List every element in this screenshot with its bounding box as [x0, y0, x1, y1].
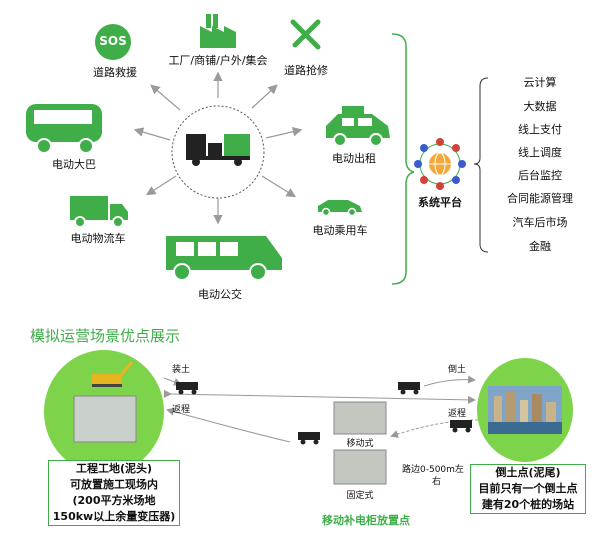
public-bus-icon	[166, 236, 282, 281]
dump-truck-icon	[398, 382, 420, 395]
tools-icon	[290, 19, 321, 50]
service-item: 金融	[529, 240, 551, 253]
car-icon	[318, 200, 362, 217]
mobile-label: 移动式	[346, 439, 374, 449]
excavator-icon	[92, 361, 134, 387]
load-label: 装土	[172, 365, 191, 375]
caption: 移动补电柜放置点	[322, 514, 410, 527]
dump-arrow	[423, 375, 476, 387]
sos-badge: SOS	[99, 34, 127, 48]
service-item: 后台监控	[518, 169, 562, 182]
sos-label: 道路救援	[93, 66, 137, 79]
service-item: 合同能源管理	[507, 192, 573, 205]
taxi-icon	[326, 106, 390, 147]
dump-truck-icon	[450, 420, 472, 433]
box-line: 建有20个桩的场站	[481, 498, 575, 511]
construction-site-box: 工程工地(泥头) 可放置施工现场内 (200平方米场地 150kw以上余量变压器…	[48, 460, 180, 526]
site-generator-photo	[73, 395, 137, 443]
repair-label: 道路抢修	[284, 64, 328, 77]
box-line: 工程工地(泥头)	[75, 462, 153, 475]
dump-truck-icon	[176, 382, 198, 395]
main-route-arrow	[163, 389, 476, 404]
box-line: 可放置施工现场内	[70, 478, 158, 491]
bus-label: 电动大巴	[52, 158, 96, 171]
box-line: 150kw以上余量变压器)	[52, 510, 176, 523]
dump-truck-icon	[298, 432, 320, 445]
left-return-label: 返程	[172, 405, 191, 415]
left-return-arrow	[166, 407, 291, 443]
box-line: (200平方米场地	[72, 494, 156, 507]
dump-label: 倒土	[448, 365, 467, 375]
fixed-cabinet-photo	[333, 449, 387, 485]
box-line: 目前只有一个倒土点	[478, 482, 578, 495]
service-item: 大数据	[523, 100, 557, 113]
fixed-label: 固定式	[346, 491, 374, 501]
platform-label: 系统平台	[418, 196, 462, 209]
service-item: 云计算	[523, 76, 557, 89]
dump-site-box: 倒土点(泥尾) 目前只有一个倒土点 建有20个桩的场站	[470, 464, 586, 514]
car-label: 电动乘用车	[312, 224, 368, 237]
electric-truck-icon	[186, 134, 250, 166]
service-item: 线上支付	[518, 123, 562, 136]
sos-icon	[95, 24, 131, 60]
bus-icon	[26, 104, 102, 154]
dump-site-photo	[488, 386, 562, 434]
mobile-cabinet-photo	[333, 401, 387, 435]
radial-arrows	[133, 71, 303, 225]
center-hub	[171, 105, 265, 199]
platform-network-icon	[414, 138, 466, 190]
right-return-label: 返程	[448, 409, 467, 419]
logistics-truck-icon	[70, 196, 128, 228]
service-item: 线上调度	[518, 146, 562, 159]
distance-label-2: 右	[432, 477, 442, 487]
factory-icon	[200, 14, 236, 48]
left-brace	[391, 33, 415, 285]
logistics-label: 电动物流车	[70, 232, 126, 245]
factory-label: 工厂/商铺/户外/集会	[168, 54, 268, 67]
distance-label-1: 路边0-500m左	[402, 465, 464, 475]
service-item: 汽车后市场	[512, 216, 568, 229]
section-heading: 模拟运营场景优点展示	[30, 327, 181, 345]
box-line: 倒土点(泥尾)	[495, 466, 561, 479]
services-bracket	[473, 77, 489, 253]
taxi-label: 电动出租	[332, 152, 376, 165]
public-bus-label: 电动公交	[198, 288, 242, 301]
